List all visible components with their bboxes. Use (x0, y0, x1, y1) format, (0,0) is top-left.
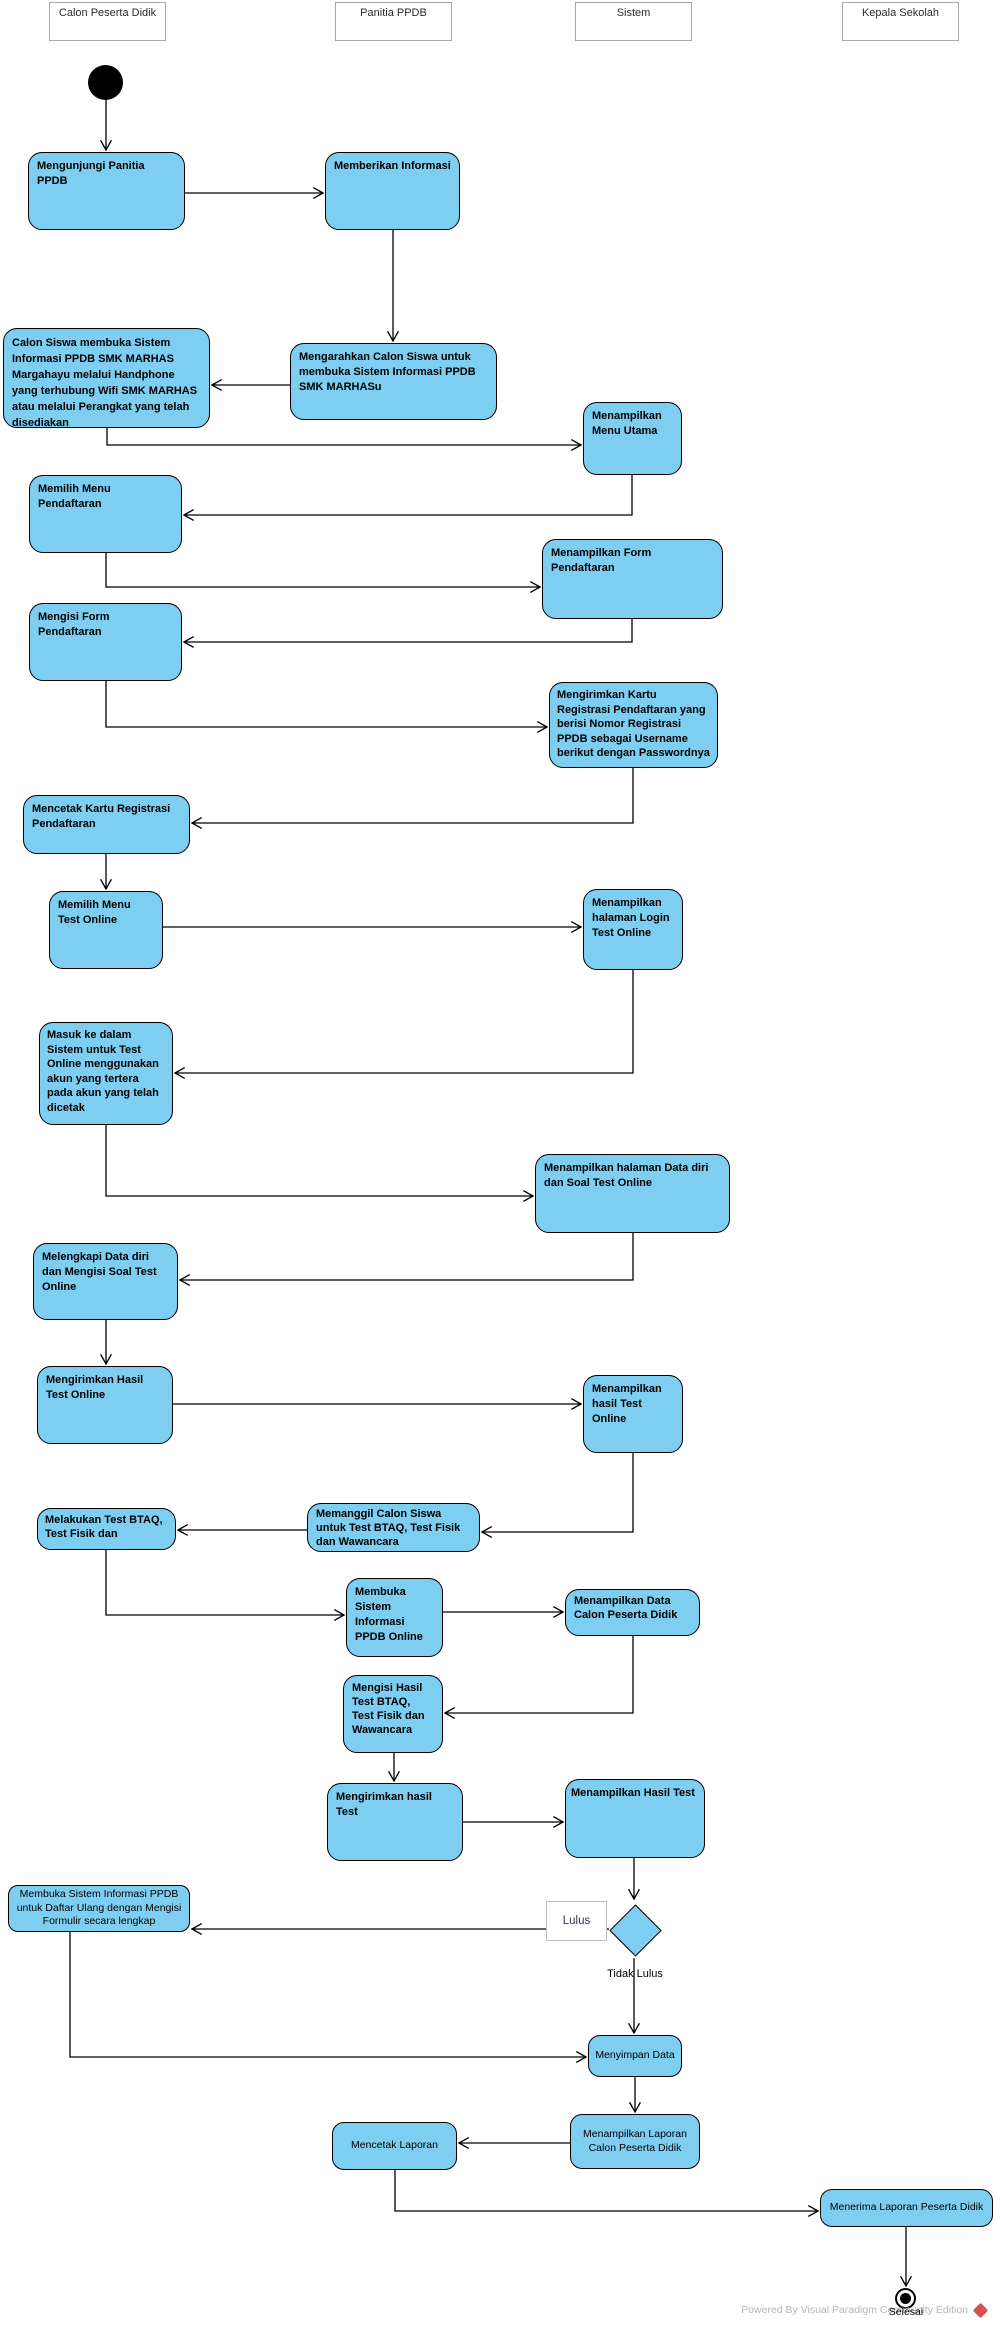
activity-mencetak-laporan[interactable]: Mencetak Laporan (332, 2122, 457, 2170)
guard-label-tidak-lulus: Tidak Lulus (607, 1968, 663, 1980)
lane-header-kepala-sekolah[interactable]: Kepala Sekolah (842, 2, 959, 41)
activity-mencetak-kartu-registrasi[interactable]: Mencetak Kartu Registrasi Pendaftaran (23, 795, 190, 854)
lane-header-panitia-ppdb[interactable]: Panitia PPDB (335, 2, 452, 41)
activity-mengunjungi-panitia-ppdb[interactable]: Mengunjungi Panitia PPDB (28, 152, 185, 230)
activity-menampilkan-data-calon[interactable]: Menampilkan Data Calon Peserta Didik (565, 1589, 700, 1636)
footer-text: Powered By Visual Paradigm Community Edi… (741, 2304, 968, 2316)
activity-menampilkan-hasil-test[interactable]: Menampilkan Hasil Test (565, 1779, 705, 1858)
activity-menampilkan-halaman-login[interactable]: Menampilkan halaman Login Test Online (583, 889, 683, 970)
lane-header-calon-peserta-didik[interactable]: Calon Peserta Didik (49, 2, 166, 41)
activity-mengirimkan-hasil-test-online[interactable]: Mengirimkan Hasil Test Online (37, 1366, 173, 1444)
activity-menampilkan-menu-utama[interactable]: Menampilkan Menu Utama (583, 402, 682, 475)
activity-mengisi-hasil-test-btaq[interactable]: Mengisi Hasil Test BTAQ, Test Fisik dan … (343, 1675, 443, 1753)
activity-memilih-menu-test-online[interactable]: Memilih Menu Test Online (49, 891, 163, 969)
end-label-selesai: Selesai (888, 2306, 924, 2318)
activity-menerima-laporan-peserta[interactable]: Menerima Laporan Peserta Didik (820, 2189, 993, 2227)
activity-memanggil-calon-siswa[interactable]: Memanggil Calon Siswa untuk Test BTAQ, T… (307, 1503, 480, 1552)
activity-menyimpan-data[interactable]: Menyimpan Data (588, 2035, 682, 2077)
activity-memberikan-informasi[interactable]: Memberikan Informasi (325, 152, 460, 230)
activity-melengkapi-data-diri[interactable]: Melengkapi Data diri dan Mengisi Soal Te… (33, 1243, 178, 1320)
lane-header-sistem[interactable]: Sistem (575, 2, 692, 41)
activity-calon-siswa-membuka-sistem[interactable]: Calon Siswa membuka Sistem Informasi PPD… (3, 328, 210, 429)
activity-mengirimkan-hasil-test[interactable]: Mengirimkan hasil Test (327, 1783, 463, 1861)
activity-masuk-ke-dalam-sistem[interactable]: Masuk ke dalam Sistem untuk Test Online … (39, 1022, 173, 1125)
footer-watermark: Powered By Visual Paradigm Community Edi… (700, 2301, 990, 2319)
end-node[interactable] (895, 2288, 916, 2309)
activity-melakukan-test-btaq[interactable]: Melakukan Test BTAQ, Test Fisik dan (37, 1508, 176, 1550)
activity-memilih-menu-pendaftaran[interactable]: Memilih Menu Pendaftaran (29, 475, 182, 553)
activity-menampilkan-form-pendaftaran[interactable]: Menampilkan Form Pendaftaran (542, 539, 723, 619)
activity-mengisi-form-pendaftaran[interactable]: Mengisi Form Pendaftaran (29, 603, 182, 681)
end-node-dot (900, 2293, 911, 2304)
activity-menampilkan-laporan-calon[interactable]: Menampilkan Laporan Calon Peserta Didik (570, 2114, 700, 2169)
activity-mengirimkan-kartu-registrasi[interactable]: Mengirimkan Kartu Registrasi Pendaftaran… (549, 682, 718, 768)
guard-label-lulus[interactable]: Lulus (546, 1901, 607, 1941)
activity-membuka-sistem-daftar-ulang[interactable]: Membuka Sistem Informasi PPDB untuk Daft… (8, 1885, 190, 1932)
visual-paradigm-logo-icon (972, 2302, 989, 2318)
activity-membuka-sistem-ppdb-online[interactable]: Membuka Sistem Informasi PPDB Online (346, 1578, 443, 1657)
start-node[interactable] (88, 65, 123, 100)
activity-menampilkan-hasil-test-online[interactable]: Menampilkan hasil Test Online (583, 1375, 683, 1453)
activity-menampilkan-data-diri-soal[interactable]: Menampilkan halaman Data diri dan Soal T… (535, 1154, 730, 1233)
activity-mengarahkan-calon-siswa[interactable]: Mengarahkan Calon Siswa untuk membuka Si… (290, 343, 497, 420)
